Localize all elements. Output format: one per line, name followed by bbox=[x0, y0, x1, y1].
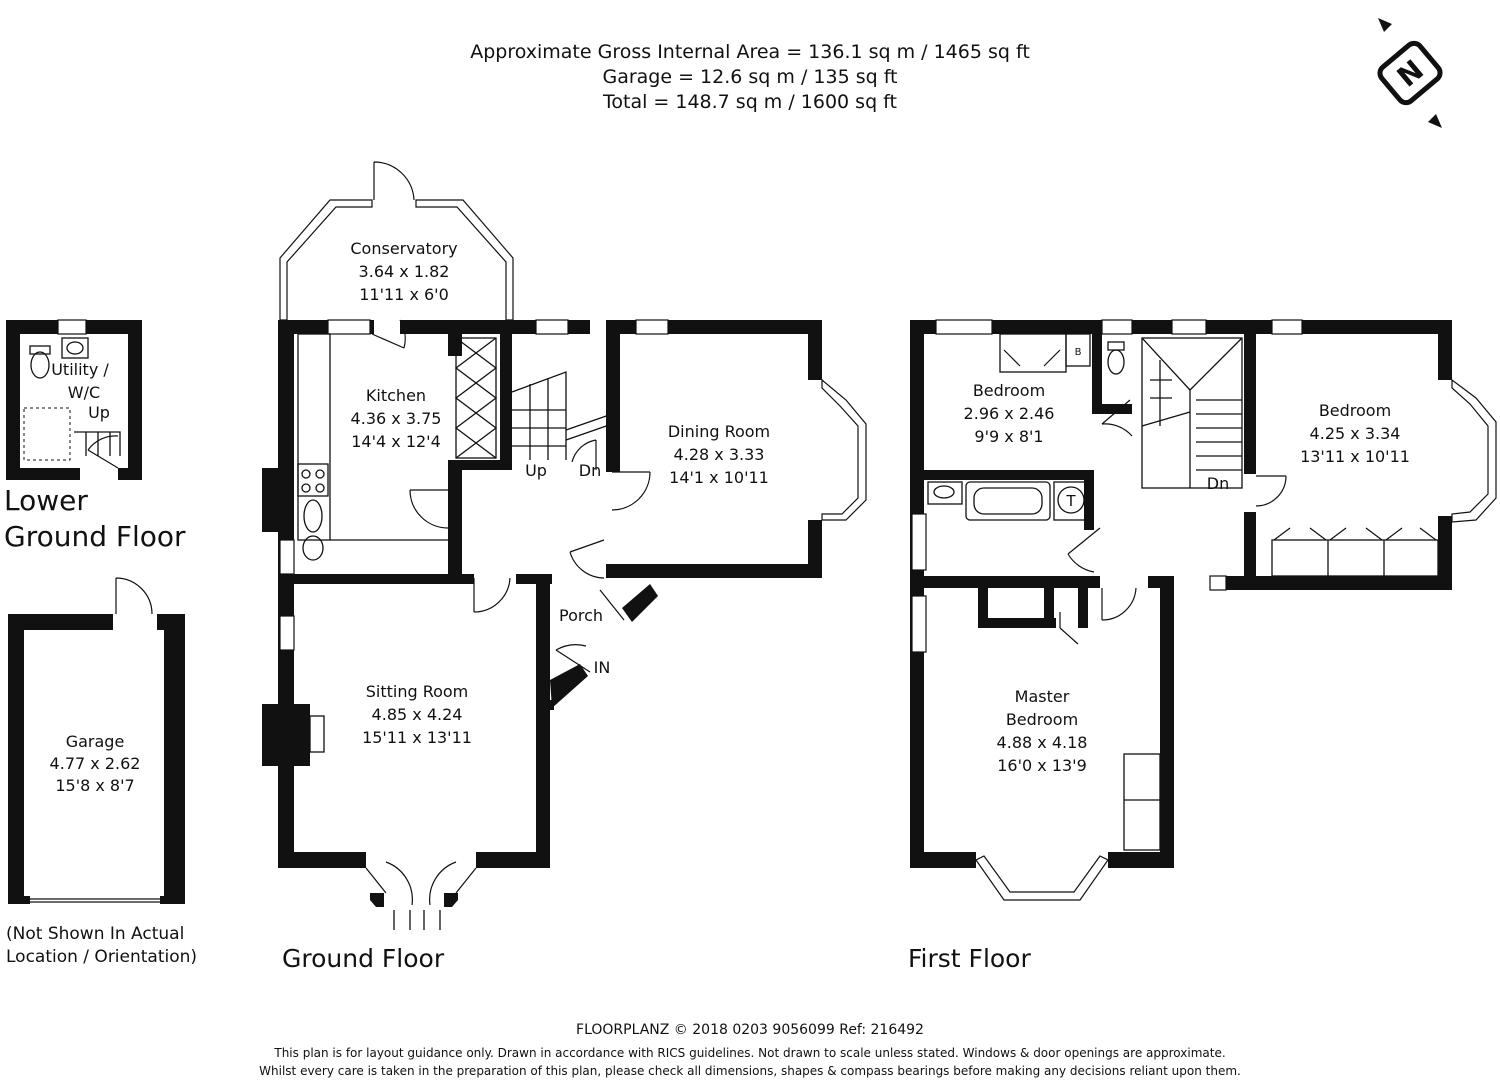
first-floor-title: First Floor bbox=[908, 944, 1031, 973]
dining-metric: 4.28 x 3.33 bbox=[674, 445, 765, 464]
first-floor-plan: B T bbox=[908, 319, 1497, 973]
area-line-total: Total = 148.7 sq m / 1600 sq ft bbox=[602, 91, 897, 113]
bedroom-small-imperial: 9'9 x 8'1 bbox=[974, 427, 1043, 446]
master-name-1: Master bbox=[1015, 687, 1070, 706]
sitting-imperial: 15'11 x 13'11 bbox=[362, 728, 472, 747]
compass-north-icon: N bbox=[1377, 18, 1443, 128]
footer-disclaimer-1: This plan is for layout guidance only. D… bbox=[273, 1046, 1225, 1060]
sitting-metric: 4.85 x 4.24 bbox=[372, 705, 463, 724]
first-stairs-down: Dn bbox=[1207, 474, 1229, 493]
bedroom-right-name: Bedroom bbox=[1319, 401, 1391, 420]
kitchen-name: Kitchen bbox=[366, 386, 426, 405]
master-imperial: 16'0 x 13'9 bbox=[997, 756, 1087, 775]
bedroom-right-metric: 4.25 x 3.34 bbox=[1310, 424, 1401, 443]
garage-name: Garage bbox=[66, 732, 125, 751]
lower-ground-title-1: Lower bbox=[4, 484, 88, 517]
master-metric: 4.88 x 4.18 bbox=[997, 733, 1088, 752]
area-summary: Approximate Gross Internal Area = 136.1 … bbox=[470, 41, 1030, 113]
lower-ground-floor-plan: Utility / W/C Up Lower Ground Floor bbox=[4, 319, 186, 553]
utility-stairs-label: Up bbox=[88, 403, 110, 422]
garage-metric: 4.77 x 2.62 bbox=[50, 754, 141, 773]
porch-label: Porch bbox=[559, 606, 603, 625]
utility-label-1: Utility / bbox=[51, 360, 109, 379]
conservatory-name: Conservatory bbox=[350, 239, 457, 258]
garage-note-2: Location / Orientation) bbox=[6, 947, 197, 967]
kitchen-imperial: 14'4 x 12'4 bbox=[351, 432, 441, 451]
bedroom-small-name: Bedroom bbox=[973, 381, 1045, 400]
footer: FLOORPLANZ © 2018 0203 9056099 Ref: 2164… bbox=[259, 1022, 1241, 1078]
entrance-label: IN bbox=[594, 658, 611, 677]
ground-floor-plan: Conservatory 3.64 x 1.82 11'11 x 6'0 Kit… bbox=[262, 161, 867, 973]
garage-note-1: (Not Shown In Actual bbox=[6, 924, 184, 944]
kitchen-metric: 4.36 x 3.75 bbox=[351, 409, 442, 428]
ground-floor-title: Ground Floor bbox=[282, 944, 445, 973]
area-line-gross: Approximate Gross Internal Area = 136.1 … bbox=[470, 41, 1030, 63]
master-name-2: Bedroom bbox=[1006, 710, 1078, 729]
sitting-name: Sitting Room bbox=[366, 682, 469, 701]
ground-stairs-down: Dn bbox=[579, 461, 601, 480]
lower-ground-title-2: Ground Floor bbox=[4, 520, 186, 553]
conservatory-imperial: 11'11 x 6'0 bbox=[359, 285, 449, 304]
bedroom-small-metric: 2.96 x 2.46 bbox=[964, 404, 1055, 423]
boiler-label: B bbox=[1075, 347, 1082, 358]
garage-plan: Garage 4.77 x 2.62 15'8 x 8'7 (Not Shown… bbox=[6, 577, 197, 967]
garage-imperial: 15'8 x 8'7 bbox=[55, 776, 134, 795]
utility-label-2: W/C bbox=[68, 383, 100, 402]
footer-credit: FLOORPLANZ © 2018 0203 9056099 Ref: 2164… bbox=[576, 1022, 924, 1038]
tank-label: T bbox=[1065, 492, 1076, 510]
area-line-garage: Garage = 12.6 sq m / 135 sq ft bbox=[602, 66, 897, 88]
conservatory-metric: 3.64 x 1.82 bbox=[359, 262, 450, 281]
dining-name: Dining Room bbox=[668, 422, 770, 441]
footer-disclaimer-2: Whilst every care is taken in the prepar… bbox=[259, 1064, 1241, 1078]
bedroom-right-imperial: 13'11 x 10'11 bbox=[1300, 447, 1410, 466]
dining-imperial: 14'1 x 10'11 bbox=[669, 468, 769, 487]
ground-stairs-up: Up bbox=[525, 461, 547, 480]
